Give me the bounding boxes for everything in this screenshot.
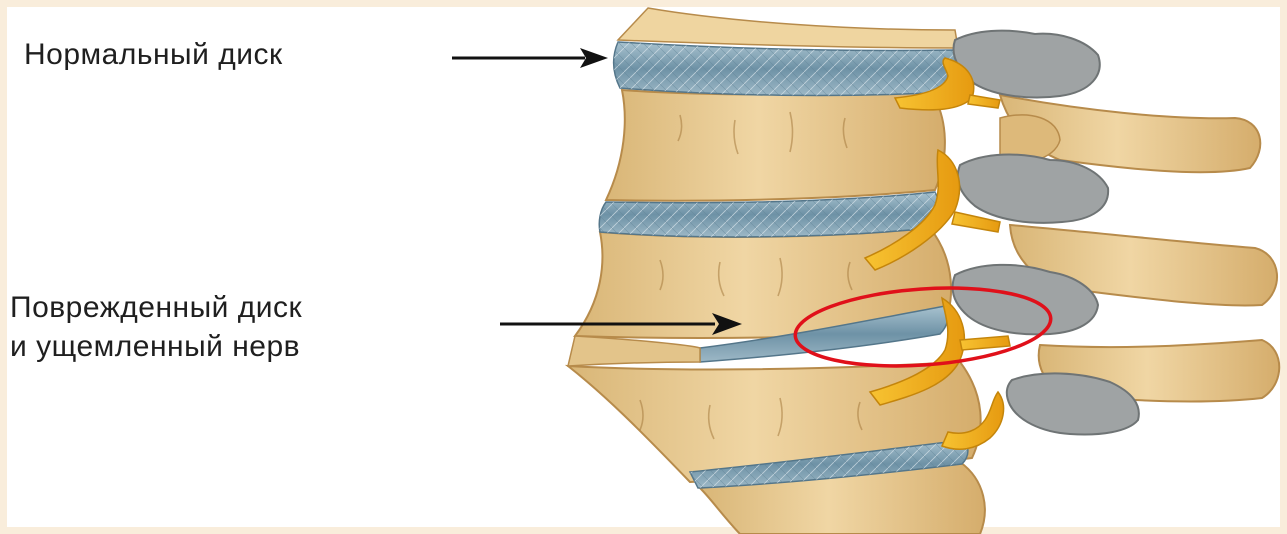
label-damaged-line1: Поврежденный диск xyxy=(10,288,302,327)
label-damaged-line2: и ущемленный нерв xyxy=(10,327,302,366)
normal-disc xyxy=(614,42,959,95)
label-damaged-disc: Поврежденный диск и ущемленный нерв xyxy=(10,288,302,366)
label-normal-disc: Нормальный диск xyxy=(24,40,283,70)
arrow-normal-disc xyxy=(452,48,608,68)
spinous-processes xyxy=(1000,95,1279,401)
